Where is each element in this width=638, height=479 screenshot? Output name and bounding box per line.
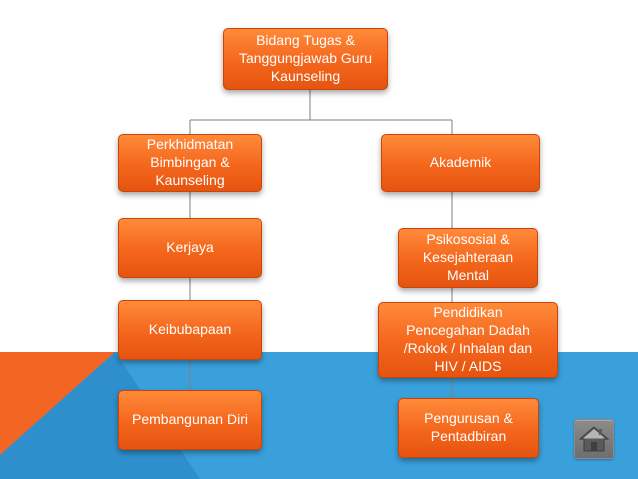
left-item-box: Keibubapaan [118,300,262,360]
left-item-box: Pembangunan Diri [118,390,262,450]
right-item-label: Pendidikan Pencegahan Dadah /Rokok / Inh… [403,304,533,374]
left-branch-head-box: Perkhidmatan Bimbingan & Kaunseling [118,134,262,192]
left-item-label: Keibubapaan [148,321,232,338]
home-icon [579,426,609,452]
right-item-label: Pengurusan & Pentadbiran [424,410,513,444]
left-item-box: Kerjaya [118,218,262,278]
right-branch-head-box: Akademik [381,134,540,192]
root-label: Bidang Tugas & Tanggungjawab Guru Kaunse… [238,32,373,84]
home-button[interactable] [574,419,614,459]
left-branch-head-label: Perkhidmatan Bimbingan & Kaunseling [146,136,234,188]
left-item-label: Kerjaya [166,239,214,256]
right-item-box: Psikososial & Kesejahteraan Mental [398,228,538,288]
root-box: Bidang Tugas & Tanggungjawab Guru Kaunse… [223,28,388,90]
right-branch-head-label: Akademik [429,154,492,171]
right-item-box: Pendidikan Pencegahan Dadah /Rokok / Inh… [378,302,558,378]
right-item-box: Pengurusan & Pentadbiran [398,398,539,458]
right-item-label: Psikososial & Kesejahteraan Mental [422,231,514,283]
left-item-label: Pembangunan Diri [132,411,248,428]
